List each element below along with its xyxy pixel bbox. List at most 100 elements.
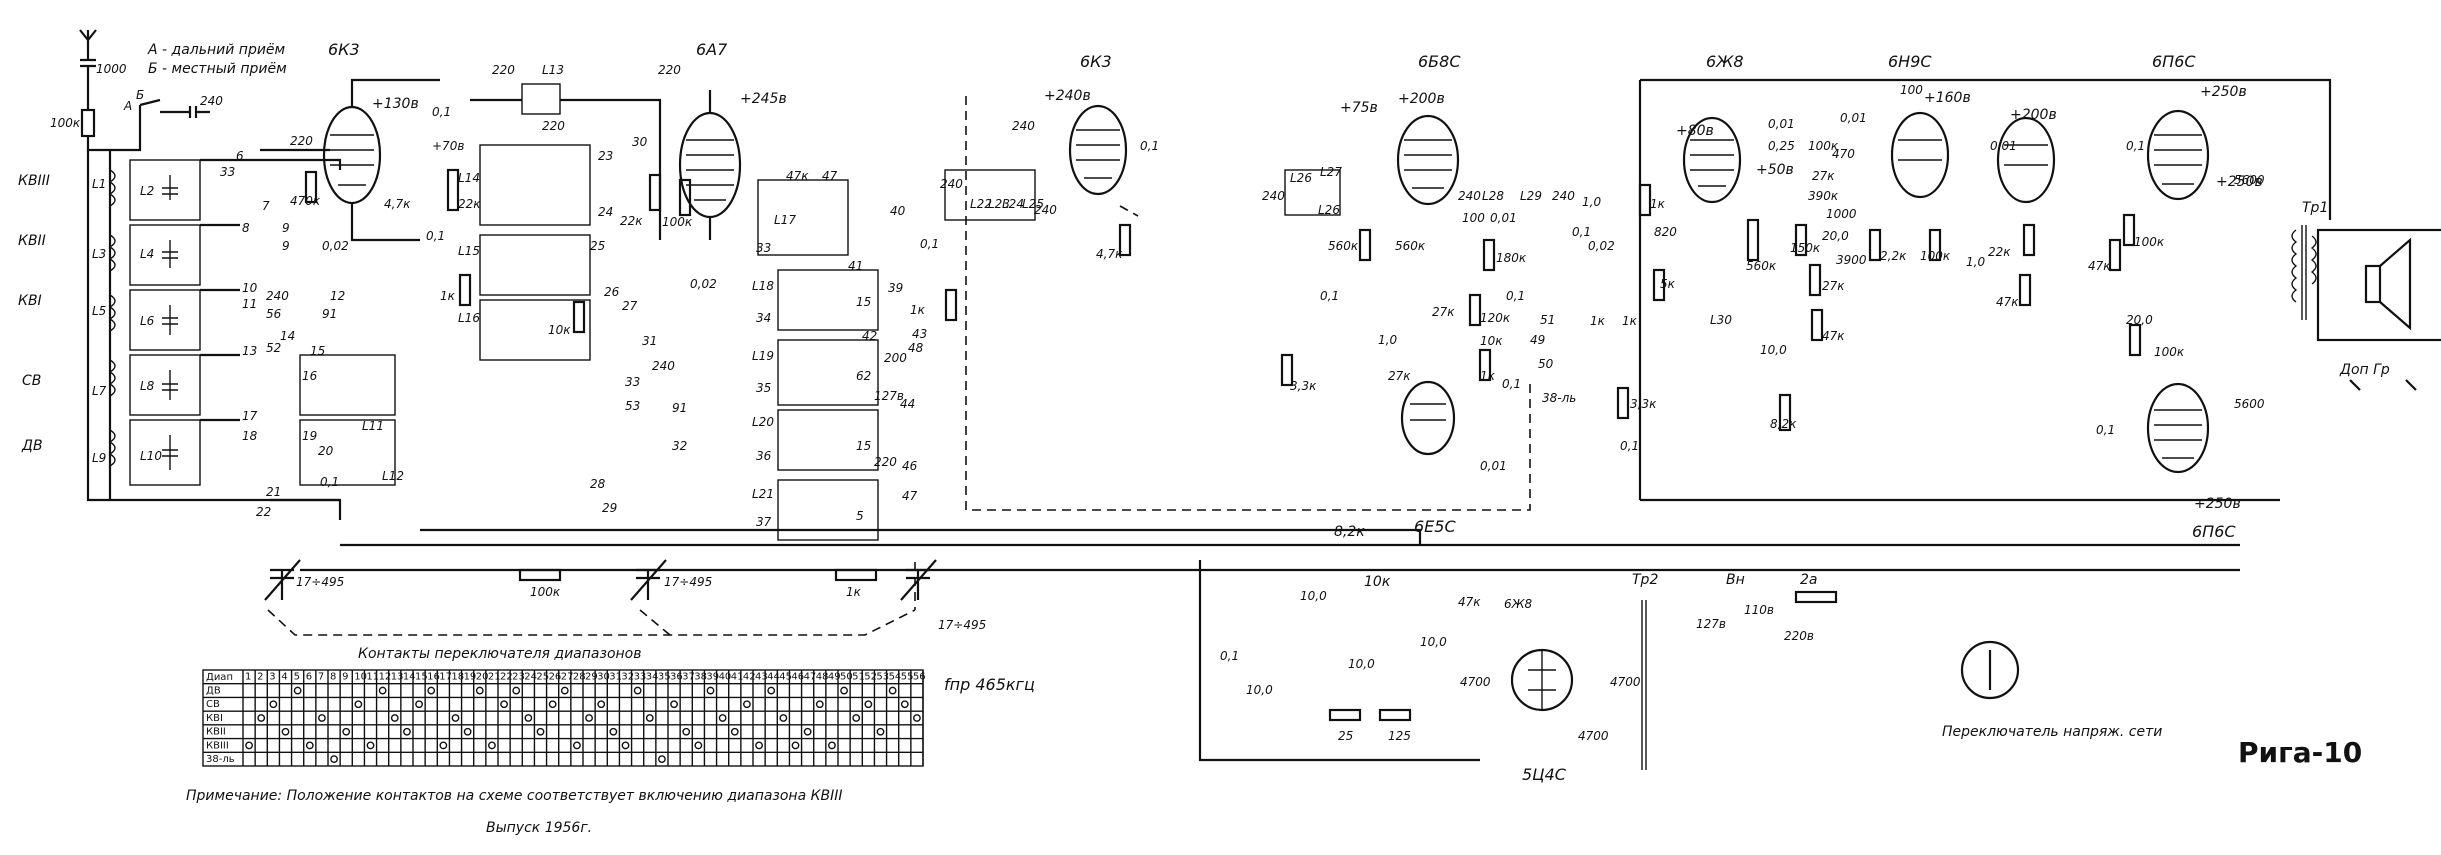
res-10k-psu: 10к — [1364, 574, 1391, 590]
cap-002-v1: 0,02 — [322, 239, 349, 253]
switch-contact-number: 47 — [804, 672, 817, 683]
tube-v9-anode: +250в — [2194, 496, 2241, 512]
antenna-cap2-label: 240 — [200, 94, 223, 108]
contact-10: 10 — [242, 281, 258, 295]
band-label-kv1: КВI — [18, 293, 42, 309]
contact-21: 21 — [266, 485, 281, 499]
tube-v6-ref: 6Ж8 — [1504, 597, 1533, 611]
switch-contact-mark — [560, 686, 569, 695]
switch-contact-number: 37 — [682, 672, 695, 683]
contact-42: 42 — [862, 329, 877, 343]
switch-contact-number: 5 — [294, 672, 300, 683]
switch-contact-mark — [803, 727, 812, 736]
cap-4700-a: 4700 — [1610, 675, 1641, 689]
voltage-50: +50в — [1756, 162, 1794, 178]
tube-v8: 6П6С +250в +250в 0,1 47к 100к 20,0 100к … — [2088, 52, 2265, 437]
switch-contact-mark — [815, 700, 824, 709]
coil-L21: L21 — [752, 487, 774, 501]
switch-contact-number: 10 — [354, 672, 367, 683]
res-1k-af3: 1к — [1622, 314, 1638, 328]
cap-550: 127в — [874, 389, 904, 403]
cap-220-osc2: 220 — [542, 119, 565, 133]
res-100k-af: 100к — [1808, 139, 1839, 153]
cap-15-a: 15 — [856, 295, 871, 309]
tube-v2-anode: +245в — [740, 91, 787, 107]
cap-240-ifa: 240 — [940, 177, 963, 191]
switch-contact-mark — [913, 714, 921, 722]
contact-30: 30 — [632, 135, 648, 149]
contact-6: 6 — [236, 149, 244, 163]
switch-contact-number: 15 — [415, 672, 428, 683]
switch-contact-mark — [670, 700, 678, 709]
cap-2-0-af: 20,0 — [1822, 229, 1849, 243]
switch-contact-mark — [585, 714, 593, 722]
cap-5600-b: 5600 — [2234, 397, 2265, 411]
coil-L4: L4 — [140, 247, 154, 261]
coil-L29: L29 — [1520, 189, 1542, 203]
switch-contact-mark — [864, 700, 873, 709]
contact-35: 35 — [756, 381, 771, 395]
varcap-1-label: 17÷495 — [296, 575, 344, 589]
switch-row-band: СВ — [206, 699, 220, 710]
switch-row-band: 38-ль — [206, 754, 235, 765]
switch-table-header: Диап — [206, 672, 233, 683]
switch-contact-number: 25 — [536, 672, 549, 683]
if-frequency: fпр 465кгц — [944, 675, 1035, 694]
antenna-cap-label: 1000 — [96, 62, 127, 76]
cap-01-det2: 0,1 — [1506, 289, 1525, 303]
res-100k-agc2: 1к — [846, 585, 862, 599]
coil-L3: L3 — [92, 247, 106, 261]
res-47k-psu: 47к — [1458, 595, 1481, 609]
res-560k-af: 560к — [1746, 259, 1777, 273]
res-100k-agc: 100к — [530, 585, 561, 599]
cap-200: 200 — [884, 351, 907, 365]
cap-4700-b: 4700 — [1578, 729, 1609, 743]
tuning-38: 38-ль — [1542, 391, 1576, 405]
switch-contact-mark — [439, 741, 448, 750]
contact-43: 43 — [912, 327, 927, 341]
contact-17: 17 — [242, 409, 258, 423]
power-supply: 8,2к 10к 10,0 0,1 10,0 10,0 10,0 4700 25… — [1220, 524, 2162, 784]
switch-contact-mark — [779, 714, 788, 722]
switch-contact-number: 48 — [816, 672, 829, 683]
switch-contact-mark — [512, 686, 521, 695]
contact-50: 50 — [1538, 357, 1554, 371]
res-47k-af: 47к — [1822, 329, 1845, 343]
tr2-label: Тр2 — [1632, 572, 1658, 588]
res-22k-osc: 22к — [620, 214, 643, 228]
cap-33: 33 — [220, 165, 235, 179]
contact-20: 20 — [318, 444, 334, 458]
cap-002-af: 0,02 — [1588, 239, 1615, 253]
cap-0-01-det: 0,01 — [1490, 211, 1517, 225]
cap-100-det: 100 — [1462, 211, 1485, 225]
coil-L18: L18 — [752, 279, 774, 293]
speaker-extra: Доп Гр — [2339, 362, 2390, 378]
contact-33: 33 — [756, 241, 771, 255]
cap-220-v1: 220 — [290, 134, 313, 148]
tube-v6-anode: +80в — [1676, 123, 1714, 139]
res-1k-af2: 1к — [1590, 314, 1606, 328]
coil-L15: L15 — [458, 244, 480, 258]
switch-contact-number: 27 — [561, 672, 574, 683]
contact-44: 44 — [900, 397, 915, 411]
switch-contact-mark — [330, 755, 338, 764]
switch-contact-number: 29 — [585, 672, 598, 683]
switch-contact-mark — [682, 727, 691, 736]
switch-contact-mark — [390, 714, 399, 722]
switch-contact-number: 33 — [634, 672, 647, 683]
res-1k-v1: 1к — [440, 289, 456, 303]
switch-contact-number: 12 — [379, 672, 392, 683]
cap-240-ifc: 240 — [1012, 119, 1035, 133]
res-27k-det: 27к — [1388, 369, 1411, 383]
contact-14: 14 — [280, 329, 295, 343]
cap-240-det: 240 — [1262, 189, 1285, 203]
switch-contact-number: 16 — [427, 672, 440, 683]
tube-v6: 6Ж8 +80в +50в 1,0 0,02 0,1 1к 820 5к L30… — [1572, 52, 1867, 453]
cap-01-af2: 0,1 — [1620, 439, 1639, 453]
switch-contact-mark — [840, 686, 848, 695]
switch-contact-number: 39 — [706, 672, 719, 683]
contact-13: 13 — [242, 344, 257, 358]
res-27k-af: 27к — [1822, 279, 1845, 293]
switch-contact-mark — [475, 686, 484, 695]
